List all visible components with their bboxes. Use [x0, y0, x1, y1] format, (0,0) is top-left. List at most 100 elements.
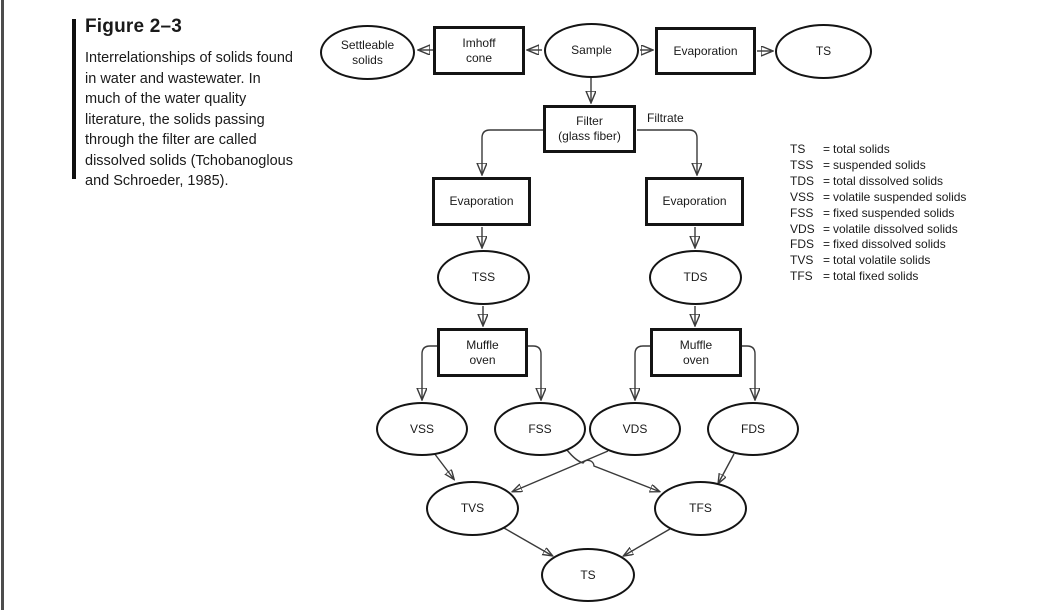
legend-row: TDS = total dissolved solids — [790, 174, 966, 190]
legend-definition: fixed suspended solids — [833, 205, 955, 220]
legend-row: VSS = volatile suspended solids — [790, 190, 966, 206]
edge-tfs-to-ts — [625, 528, 671, 555]
node-muffle-oven-right: Muffle oven — [650, 328, 742, 377]
legend-definition: total volatile solids — [833, 253, 931, 268]
legend-row: TSS = suspended solids — [790, 158, 966, 174]
legend-equals: = — [822, 221, 830, 236]
caption-line: dissolved solids (Tchobanoglous — [85, 152, 293, 169]
node-label: (glass fiber) — [558, 129, 621, 143]
edge-fds-to-tfs — [719, 453, 735, 482]
legend-definition: fixed dissolved solids — [833, 237, 946, 252]
node-label: TS — [815, 44, 832, 58]
legend-abbr: TVS — [790, 253, 814, 268]
edge-tvs-to-ts — [503, 527, 551, 555]
edge-fss-to-tfs — [566, 449, 658, 491]
node-label: Evaporation — [662, 194, 727, 208]
legend-definition: total solids — [833, 142, 890, 156]
node-label: Imhoff — [462, 35, 496, 50]
legend-equals: = — [822, 142, 830, 156]
caption-line: much of the water quality — [85, 91, 247, 107]
legend-abbr: TSS — [790, 157, 814, 172]
node-fds: FDS — [707, 402, 799, 456]
node-sample: Sample — [544, 23, 639, 78]
node-label: VDS — [622, 421, 648, 436]
figure-caption: Interrelationships of solids found in wa… — [85, 48, 293, 192]
node-label: Evaporation — [449, 194, 514, 208]
page-scan-edge — [1, 0, 4, 610]
legend-row: FDS = fixed dissolved solids — [790, 237, 966, 253]
node-vds: VDS — [589, 402, 681, 456]
abbreviation-legend: TS = total solids TSS = suspended solids… — [790, 142, 966, 285]
legend-row: FSS = fixed suspended solids — [790, 206, 966, 222]
node-imhoff-cone: Imhoff cone — [433, 26, 525, 75]
legend-abbr: FDS — [790, 237, 814, 252]
node-label: Settleable — [340, 37, 395, 52]
node-fss: FSS — [494, 402, 586, 456]
caption-line: and Schroeder, 1985). — [85, 173, 229, 189]
node-evaporation-right: Evaporation — [645, 177, 744, 226]
caption-line: through the filter are called — [85, 132, 257, 148]
edge-vss-to-tvs — [433, 452, 453, 478]
node-label: VSS — [409, 421, 434, 436]
node-tfs: TFS — [654, 481, 747, 536]
node-label: FDS — [741, 421, 765, 436]
edge-vds-to-tvs — [514, 450, 609, 491]
node-evaporation-top: Evaporation — [655, 27, 756, 75]
legend-equals: = — [822, 173, 830, 188]
node-filter: Filter (glass fiber) — [543, 105, 636, 153]
legend-definition: volatile dissolved solids — [833, 221, 958, 236]
legend-equals: = — [822, 253, 830, 268]
legend-definition: total fixed solids — [833, 269, 919, 284]
node-tds: TDS — [649, 250, 742, 305]
legend-definition: total dissolved solids — [833, 173, 944, 188]
legend-abbr: VDS — [790, 221, 815, 236]
node-muffle-oven-left: Muffle oven — [437, 328, 528, 377]
caption-line: Interrelationships of solids found — [85, 50, 293, 66]
node-label: Muffle — [679, 337, 713, 352]
node-settleable-solids: Settleable solids — [320, 25, 415, 80]
node-label: Sample — [571, 43, 612, 57]
legend-abbr: TDS — [790, 173, 814, 188]
filtrate-label: Filtrate — [647, 111, 684, 125]
node-ts-bottom: TS — [541, 548, 635, 602]
figure-title: Figure 2–3 — [85, 16, 183, 37]
legend-equals: = — [822, 205, 830, 220]
caption-rule — [72, 19, 76, 179]
edge-muffle-right-to-vds — [635, 345, 650, 398]
legend-abbr: TFS — [790, 269, 813, 284]
node-label: Evaporation — [673, 43, 738, 58]
legend-abbr: TS — [790, 142, 806, 156]
node-label: oven — [682, 352, 710, 367]
caption-line: literature, the solids passing — [85, 111, 265, 128]
legend-row: VDS = volatile dissolved solids — [790, 222, 966, 238]
legend-equals: = — [822, 157, 830, 172]
edge-filtrate-to-evaporation-right — [637, 129, 697, 173]
node-tvs: TVS — [426, 481, 519, 536]
node-label: Filter — [576, 114, 603, 128]
legend-row: TS = total solids — [790, 142, 966, 158]
legend-definition: suspended solids — [833, 157, 926, 172]
node-label: TFS — [689, 501, 712, 515]
legend-abbr: FSS — [790, 205, 814, 220]
node-label: cone — [465, 50, 493, 65]
node-label: TDS — [683, 270, 708, 284]
legend-equals: = — [822, 237, 830, 252]
legend-equals: = — [822, 269, 830, 284]
node-vss: VSS — [376, 402, 468, 456]
edge-muffle-left-to-vss — [422, 345, 437, 398]
node-label: FSS — [528, 421, 552, 436]
edge-muffle-left-to-fss — [528, 345, 541, 398]
node-ts-top: TS — [775, 24, 872, 79]
legend-row: TVS = total volatile solids — [790, 253, 966, 269]
caption-line: in water and wastewater. In — [85, 70, 261, 87]
node-tss: TSS — [437, 250, 530, 305]
edge-filter-to-evaporation-left — [482, 129, 543, 173]
legend-equals: = — [822, 189, 830, 204]
legend-abbr: VSS — [790, 189, 815, 204]
node-evaporation-left: Evaporation — [432, 177, 531, 226]
node-label: TS — [580, 567, 596, 582]
legend-row: TFS = total fixed solids — [790, 269, 966, 285]
node-label: Muffle — [466, 337, 499, 352]
